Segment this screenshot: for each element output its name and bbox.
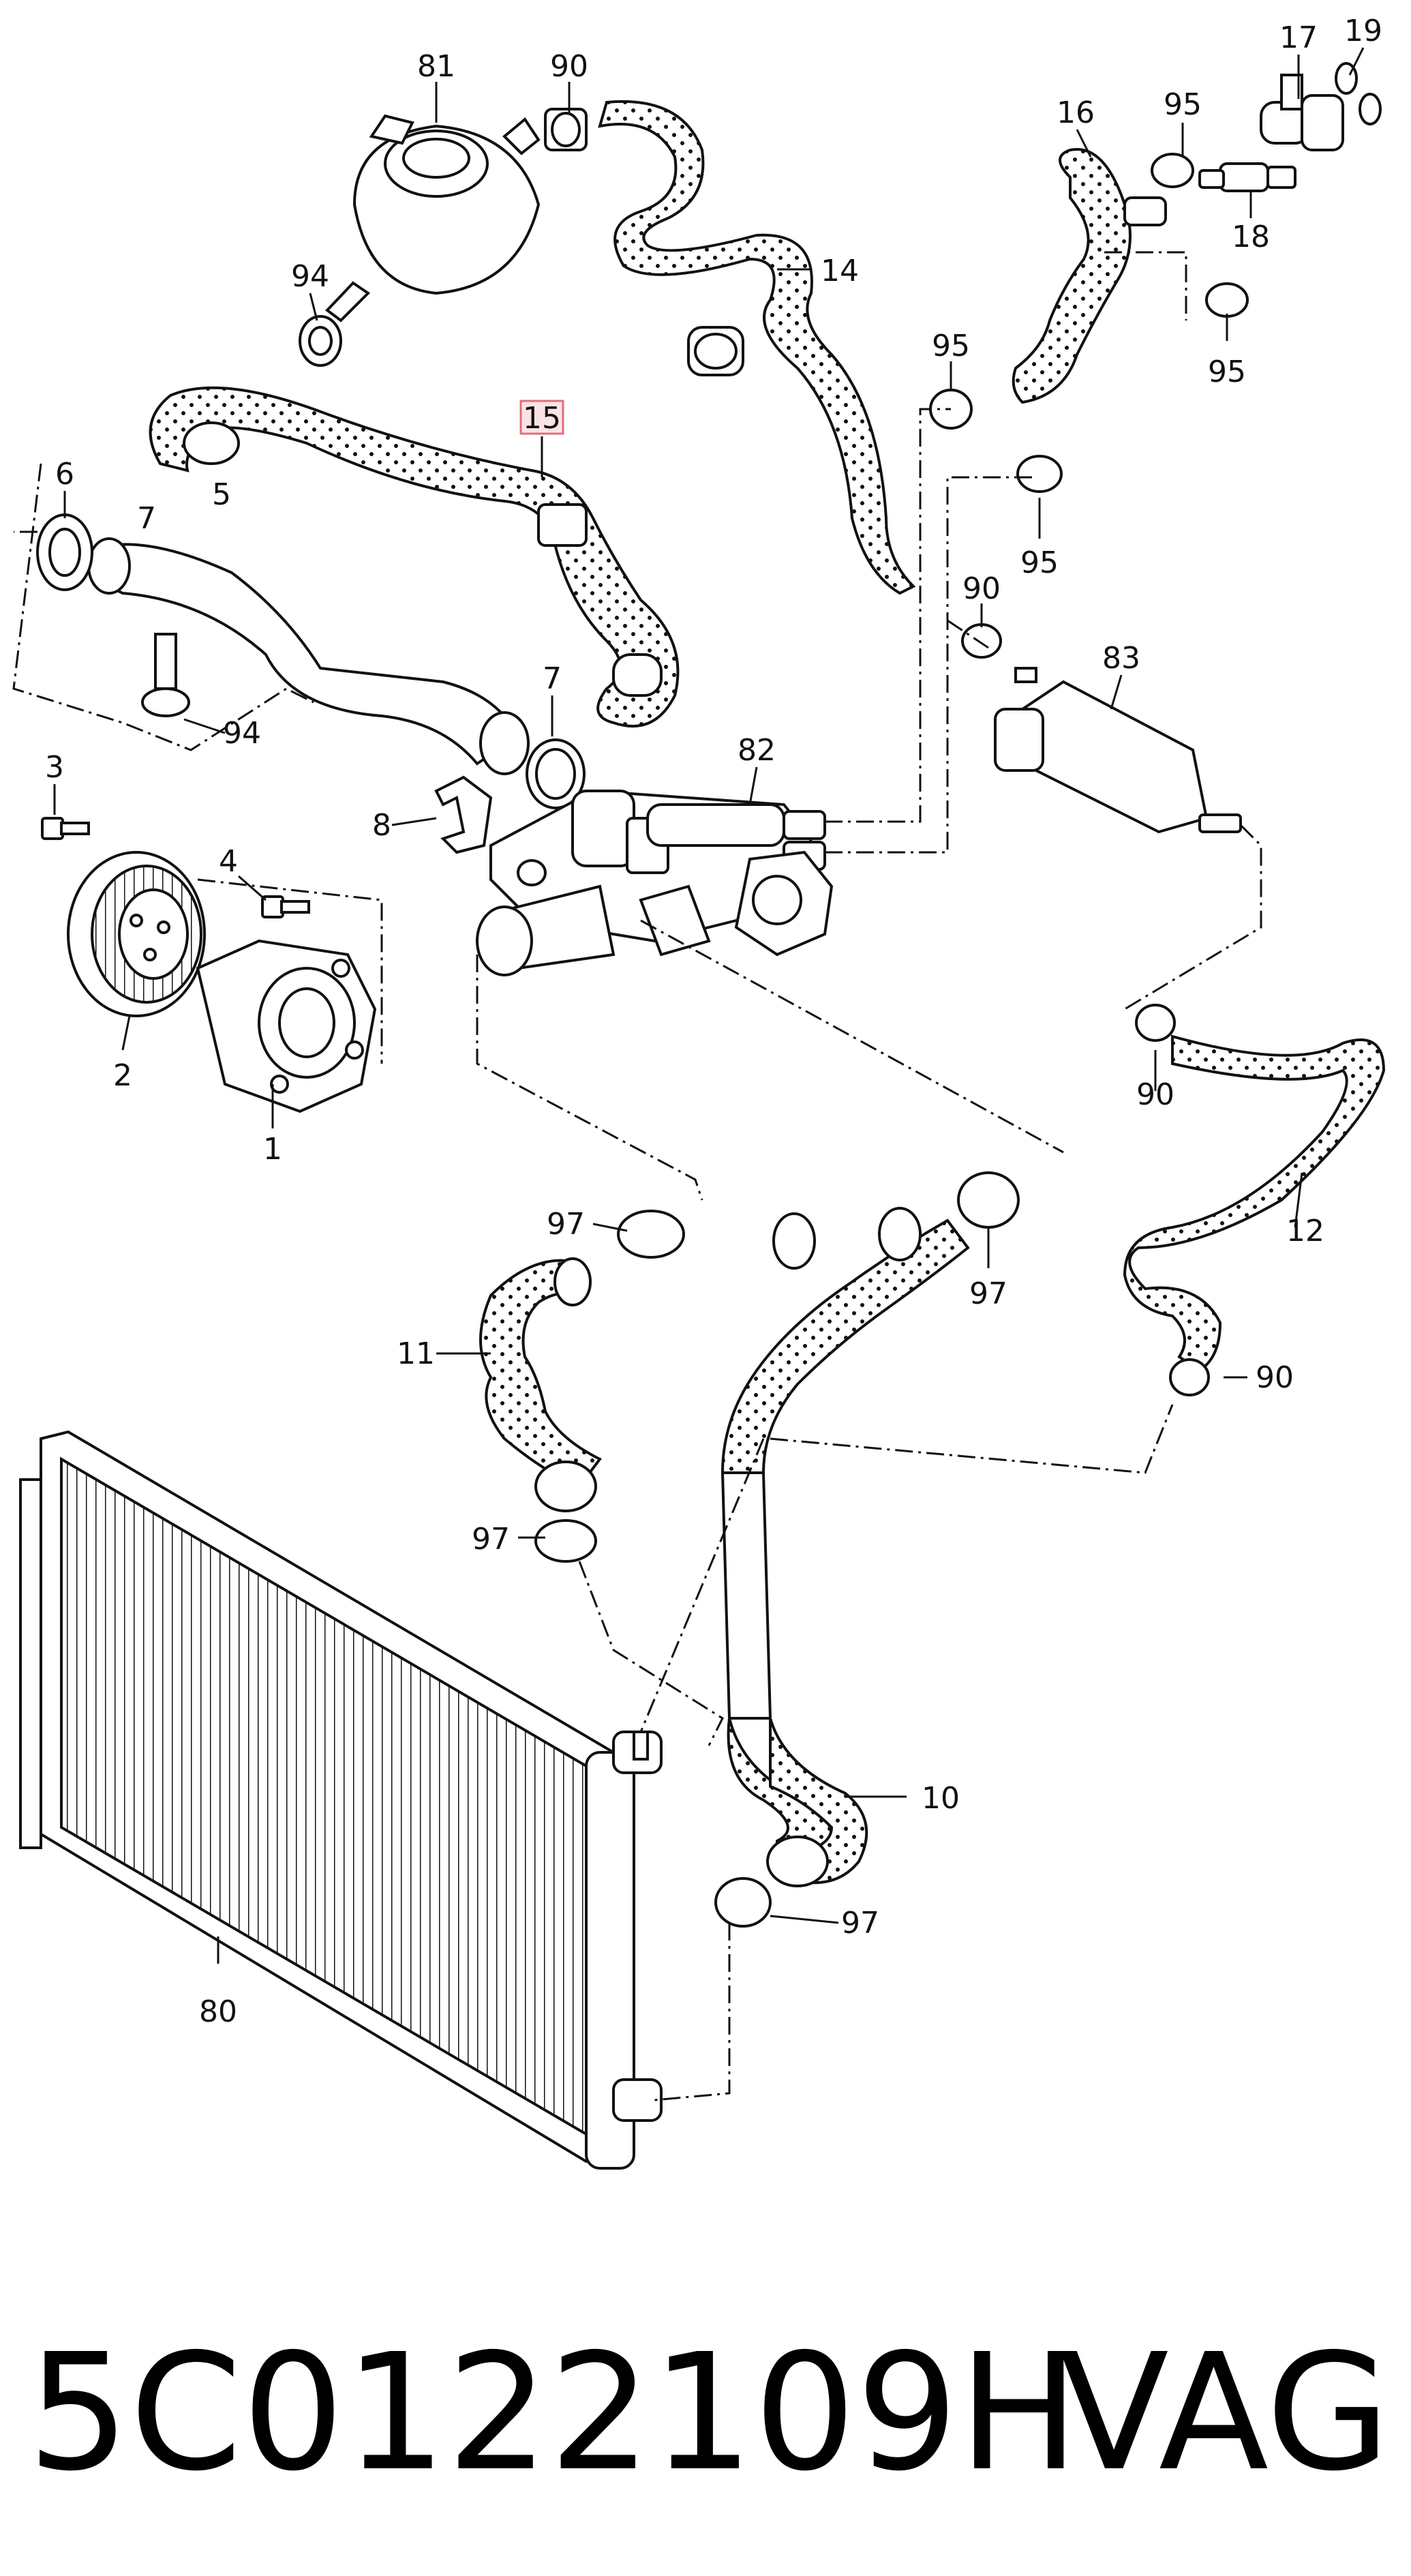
callout-7: 7 [137, 501, 156, 536]
valve-18 [1198, 162, 1296, 192]
callout-6: 6 [55, 457, 74, 492]
hose-clamp-90-mid [961, 623, 1002, 659]
callout-90: 90 [1136, 1077, 1174, 1112]
component-83 [994, 667, 1242, 834]
clip-8 [434, 775, 493, 854]
callout-numbers: 81 90 17 19 16 95 94 14 18 95 15 95 6 7 … [45, 14, 1382, 2029]
hose-14 [598, 100, 916, 595]
coolant-flange-82 [476, 789, 834, 976]
callout-11: 11 [397, 1336, 435, 1371]
callout-4: 4 [219, 844, 238, 879]
callout-10: 10 [922, 1781, 960, 1816]
leader-lines [53, 47, 1365, 1964]
bolt-3 [41, 817, 90, 840]
radiator-80 [19, 1430, 663, 2170]
callout-1: 1 [263, 1132, 282, 1167]
callout-95: 95 [1208, 355, 1246, 389]
hose-clamp-94-tank [299, 315, 342, 367]
hose-12 [1123, 1004, 1386, 1396]
expansion-tank [325, 114, 541, 323]
pulley-2 [67, 851, 206, 1017]
footer: 5C0122109H VAG [27, 2319, 1391, 2506]
callout-97: 97 [969, 1276, 1007, 1311]
callout-90: 90 [1256, 1360, 1294, 1395]
callout-8: 8 [372, 808, 391, 843]
o-ring-7 [526, 738, 586, 809]
callout-15-highlighted: 15 [523, 401, 561, 436]
callout-14: 14 [821, 254, 859, 288]
callout-3: 3 [45, 750, 64, 785]
hose-11 [479, 1210, 685, 1563]
callout-95: 95 [1164, 87, 1202, 122]
callout-17: 17 [1279, 20, 1318, 55]
callout-2: 2 [113, 1058, 132, 1093]
callout-94: 94 [223, 716, 261, 751]
callout-83: 83 [1102, 641, 1140, 676]
bolt-4 [261, 895, 310, 918]
brand-name: VAG [1059, 2319, 1391, 2506]
callout-94: 94 [291, 259, 329, 294]
hose-clamp-95-upper [1151, 153, 1249, 318]
callout-97: 97 [472, 1522, 510, 1557]
callout-90: 90 [962, 571, 1001, 606]
hose-clamp-90-top [544, 108, 588, 151]
hose-15 [149, 386, 680, 728]
callout-80: 80 [199, 1994, 237, 2029]
highlight-box-15 [519, 400, 564, 435]
callout-95: 95 [1020, 545, 1059, 580]
hose-10 [714, 1171, 1020, 1928]
callout-81: 81 [417, 49, 455, 84]
callout-95: 95 [932, 329, 970, 363]
callout-16: 16 [1057, 95, 1095, 130]
callout-82: 82 [738, 733, 776, 768]
callout-90: 90 [550, 49, 588, 84]
coolant-pipe-5 [87, 537, 530, 775]
callout-5: 5 [212, 477, 231, 512]
callout-19: 19 [1344, 14, 1382, 48]
callout-7: 7 [543, 661, 562, 696]
callout-12: 12 [1286, 1214, 1324, 1248]
hose-16 [1012, 148, 1167, 404]
seal-6 [36, 513, 93, 591]
part-number: 5C0122109H [27, 2319, 1079, 2506]
water-pump-1 [196, 939, 377, 1113]
callout-97: 97 [547, 1207, 585, 1242]
callout-18: 18 [1232, 220, 1270, 254]
assembly-dashed-lines [12, 251, 1262, 2101]
callout-97: 97 [841, 1906, 879, 1941]
coolant-connector-17 [1260, 74, 1344, 151]
